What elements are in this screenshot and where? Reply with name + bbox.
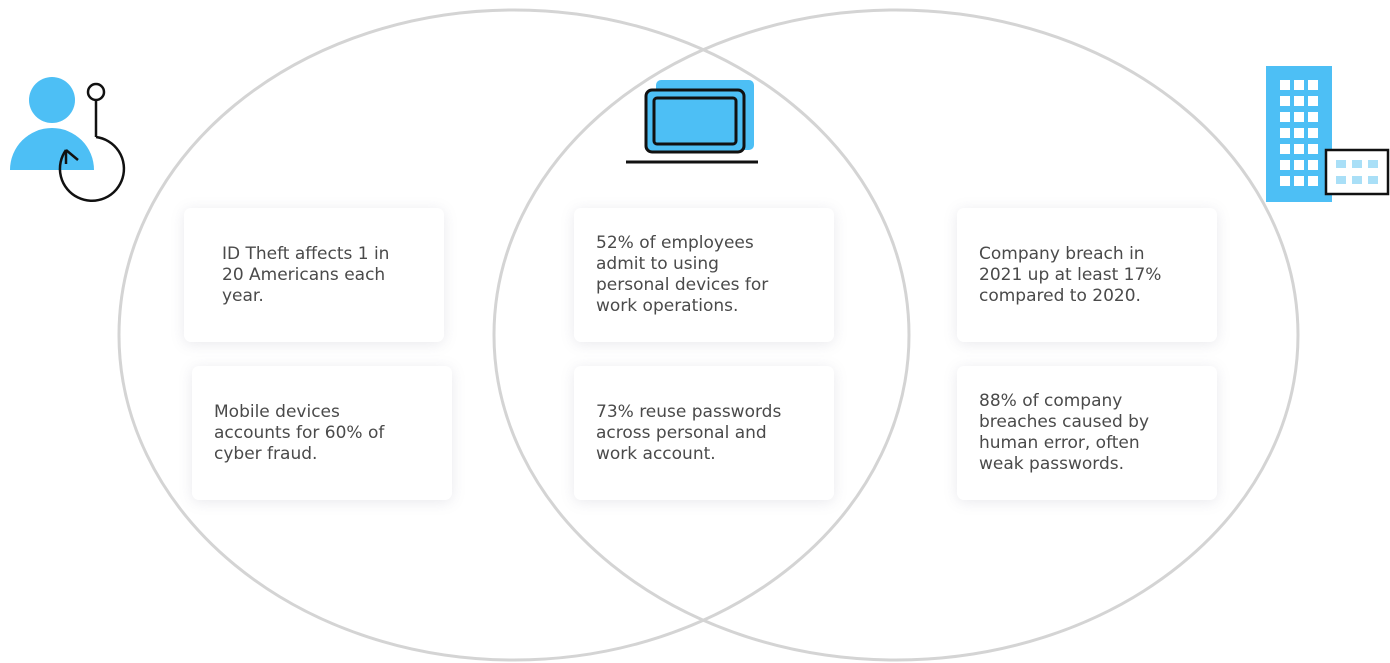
stat-card-text: Company breach in 2021 up at least 17% c… — [979, 243, 1162, 306]
stat-card-password-reuse: 73% reuse passwords across personal and … — [574, 366, 834, 500]
laptop-icon — [626, 80, 758, 164]
stat-card-company-breach: Company breach in 2021 up at least 17% c… — [957, 208, 1217, 342]
stat-card-text: Mobile devices accounts for 60% of cyber… — [214, 401, 385, 464]
left-circle — [117, 8, 911, 662]
stat-card-human-error: 88% of company breaches caused by human … — [957, 366, 1217, 500]
stat-card-text: ID Theft affects 1 in 20 Americans each … — [222, 243, 390, 306]
phishing-user-icon — [10, 77, 126, 202]
stat-card-id-theft: ID Theft affects 1 in 20 Americans each … — [184, 208, 444, 342]
stat-card-mobile-fraud: Mobile devices accounts for 60% of cyber… — [192, 366, 452, 500]
office-building-icon — [1266, 66, 1390, 202]
right-circle — [492, 8, 1300, 662]
stat-card-personal-devices: 52% of employees admit to using personal… — [574, 208, 834, 342]
stat-card-text: 52% of employees admit to using personal… — [596, 233, 769, 316]
stat-card-text: 73% reuse passwords across personal and … — [596, 401, 782, 464]
stat-card-text: 88% of company breaches caused by human … — [979, 391, 1150, 474]
